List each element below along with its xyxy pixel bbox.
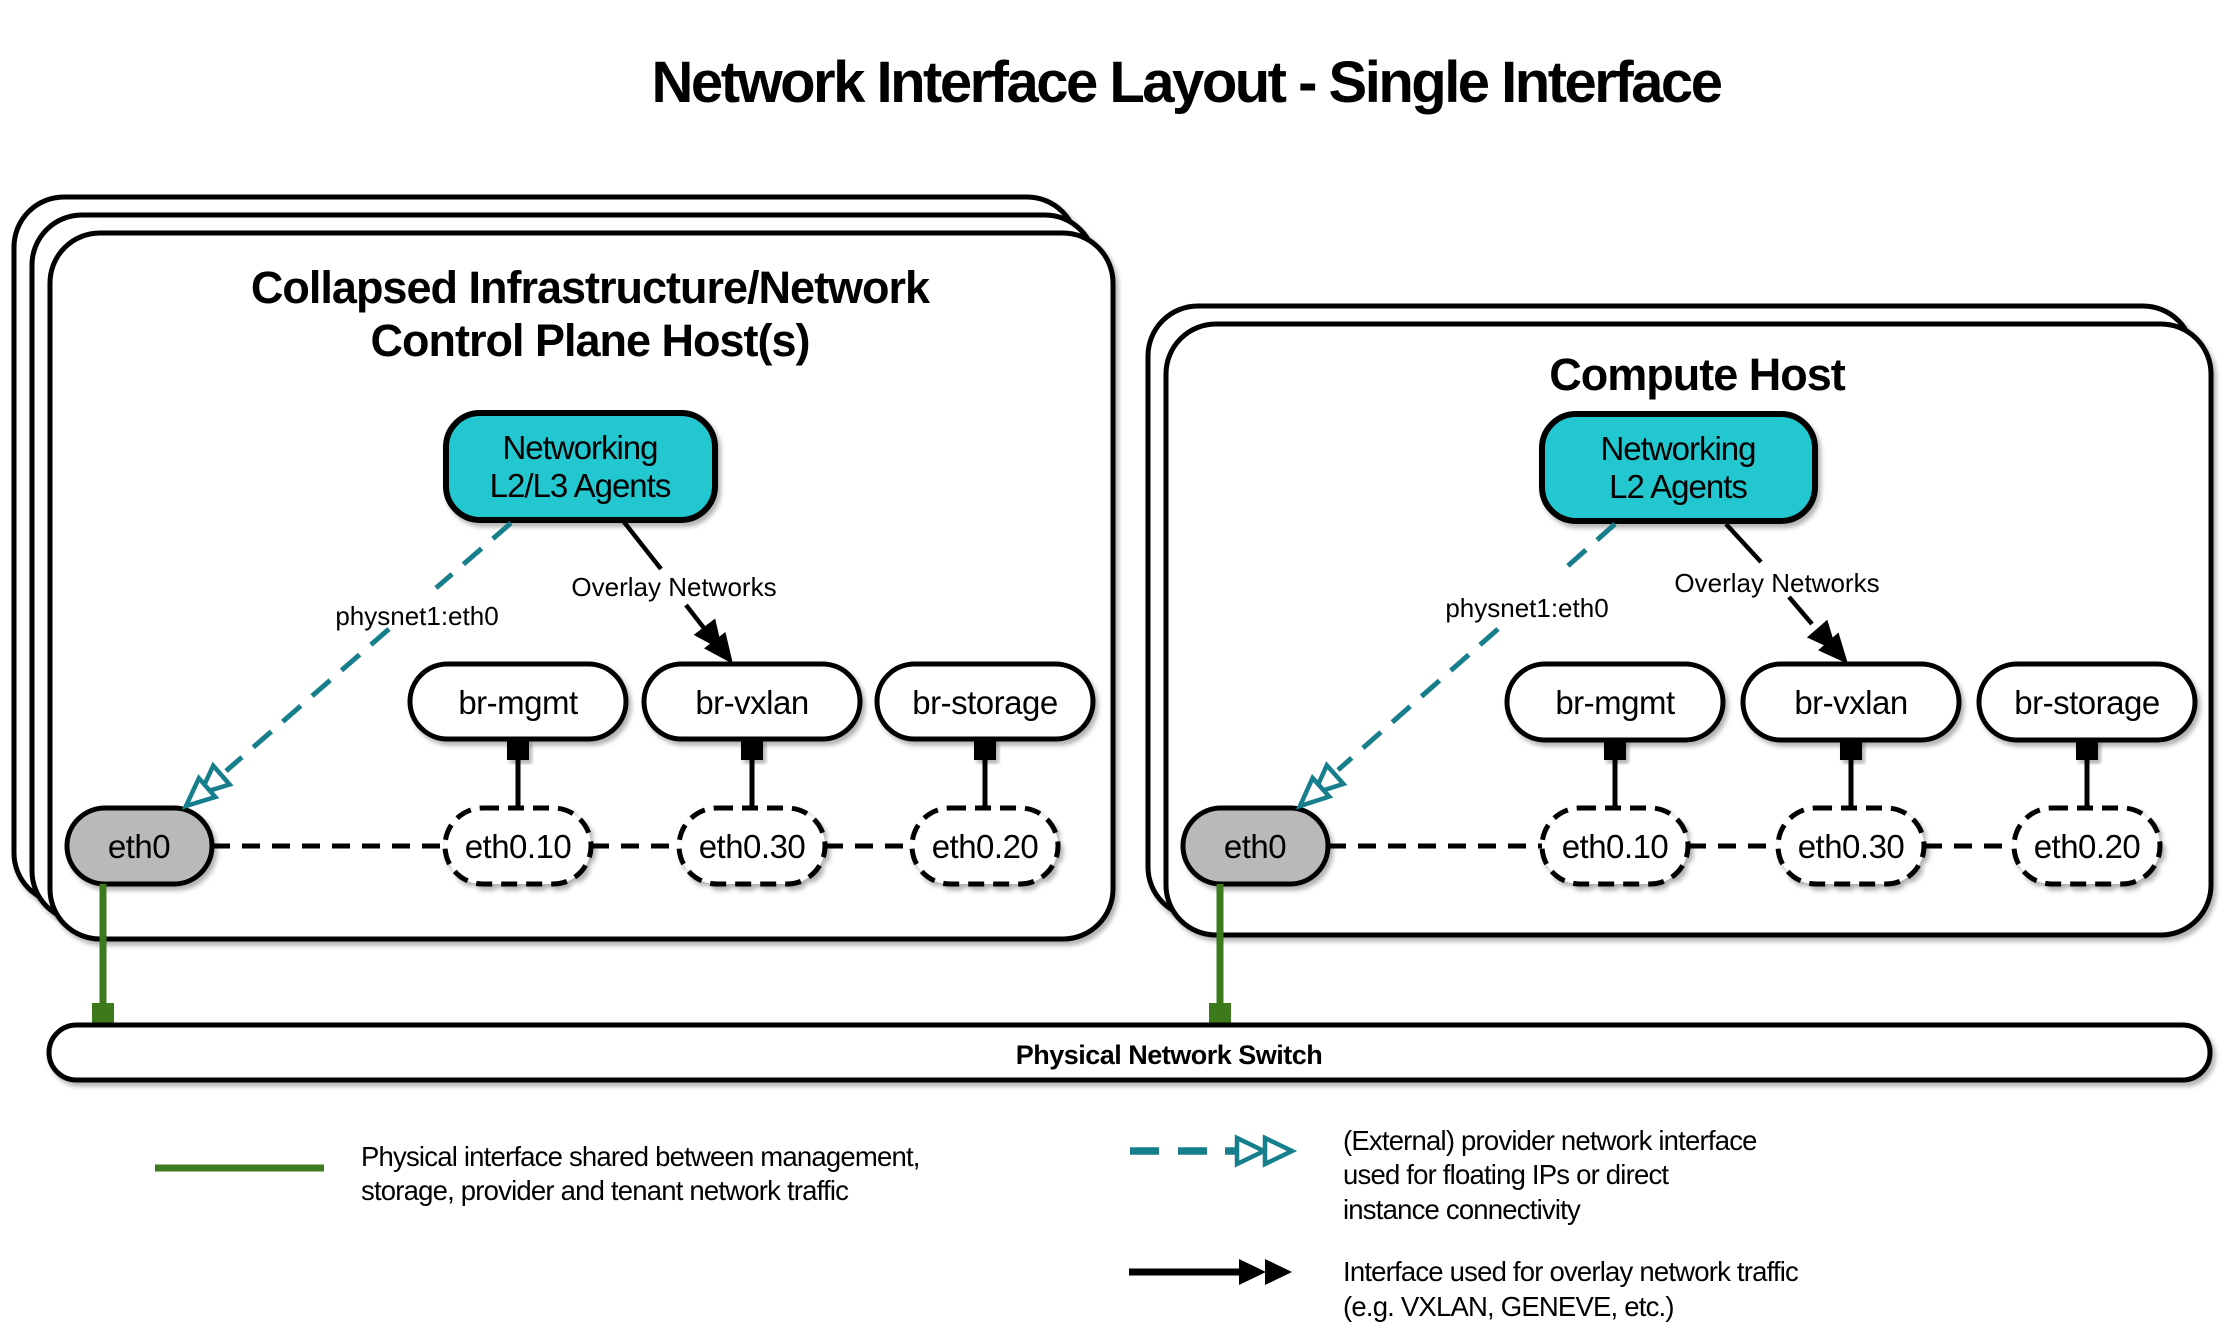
svg-text:eth0.30: eth0.30 (699, 828, 806, 865)
svg-text:Physical interface shared betw: Physical interface shared between manage… (361, 1141, 920, 1172)
svg-text:physnet1:eth0: physnet1:eth0 (1445, 593, 1608, 623)
svg-text:Compute Host: Compute Host (1549, 349, 1846, 400)
svg-text:Networking: Networking (502, 429, 657, 466)
svg-text:eth0.20: eth0.20 (932, 828, 1039, 865)
svg-text:eth0: eth0 (1224, 828, 1286, 865)
svg-text:Control Plane Host(s): Control Plane Host(s) (370, 315, 809, 366)
svg-text:used for floating IPs or direc: used for floating IPs or direct (1343, 1159, 1669, 1190)
svg-text:L2 Agents: L2 Agents (1609, 468, 1747, 505)
svg-text:Network Interface Layout - Sin: Network Interface Layout - Single Interf… (652, 50, 1722, 115)
svg-text:Networking: Networking (1600, 430, 1755, 467)
svg-text:br-vxlan: br-vxlan (1794, 684, 1907, 721)
svg-text:Interface used for overlay net: Interface used for overlay network traff… (1343, 1256, 1799, 1287)
svg-text:(e.g. VXLAN, GENEVE, etc.): (e.g. VXLAN, GENEVE, etc.) (1343, 1291, 1674, 1322)
svg-text:eth0.10: eth0.10 (465, 828, 572, 865)
svg-text:eth0.10: eth0.10 (1562, 828, 1669, 865)
svg-text:eth0.30: eth0.30 (1798, 828, 1905, 865)
svg-text:br-mgmt: br-mgmt (1555, 684, 1675, 721)
svg-text:Physical Network Switch: Physical Network Switch (1016, 1040, 1323, 1070)
svg-text:Overlay Networks: Overlay Networks (1674, 568, 1879, 598)
svg-text:instance connectivity: instance connectivity (1343, 1194, 1581, 1225)
svg-text:br-vxlan: br-vxlan (695, 684, 808, 721)
svg-text:eth0: eth0 (108, 828, 170, 865)
svg-text:storage, provider and tenant n: storage, provider and tenant network tra… (361, 1175, 849, 1206)
svg-text:(External) provider network in: (External) provider network interface (1343, 1125, 1757, 1156)
svg-text:L2/L3 Agents: L2/L3 Agents (490, 467, 671, 504)
svg-text:eth0.20: eth0.20 (2034, 828, 2141, 865)
svg-text:Collapsed Infrastructure/Netwo: Collapsed Infrastructure/Network (251, 262, 931, 313)
svg-text:br-storage: br-storage (912, 684, 1057, 721)
svg-text:br-storage: br-storage (2014, 684, 2159, 721)
svg-text:Overlay Networks: Overlay Networks (571, 572, 776, 602)
svg-text:physnet1:eth0: physnet1:eth0 (335, 601, 498, 631)
svg-text:br-mgmt: br-mgmt (458, 684, 578, 721)
